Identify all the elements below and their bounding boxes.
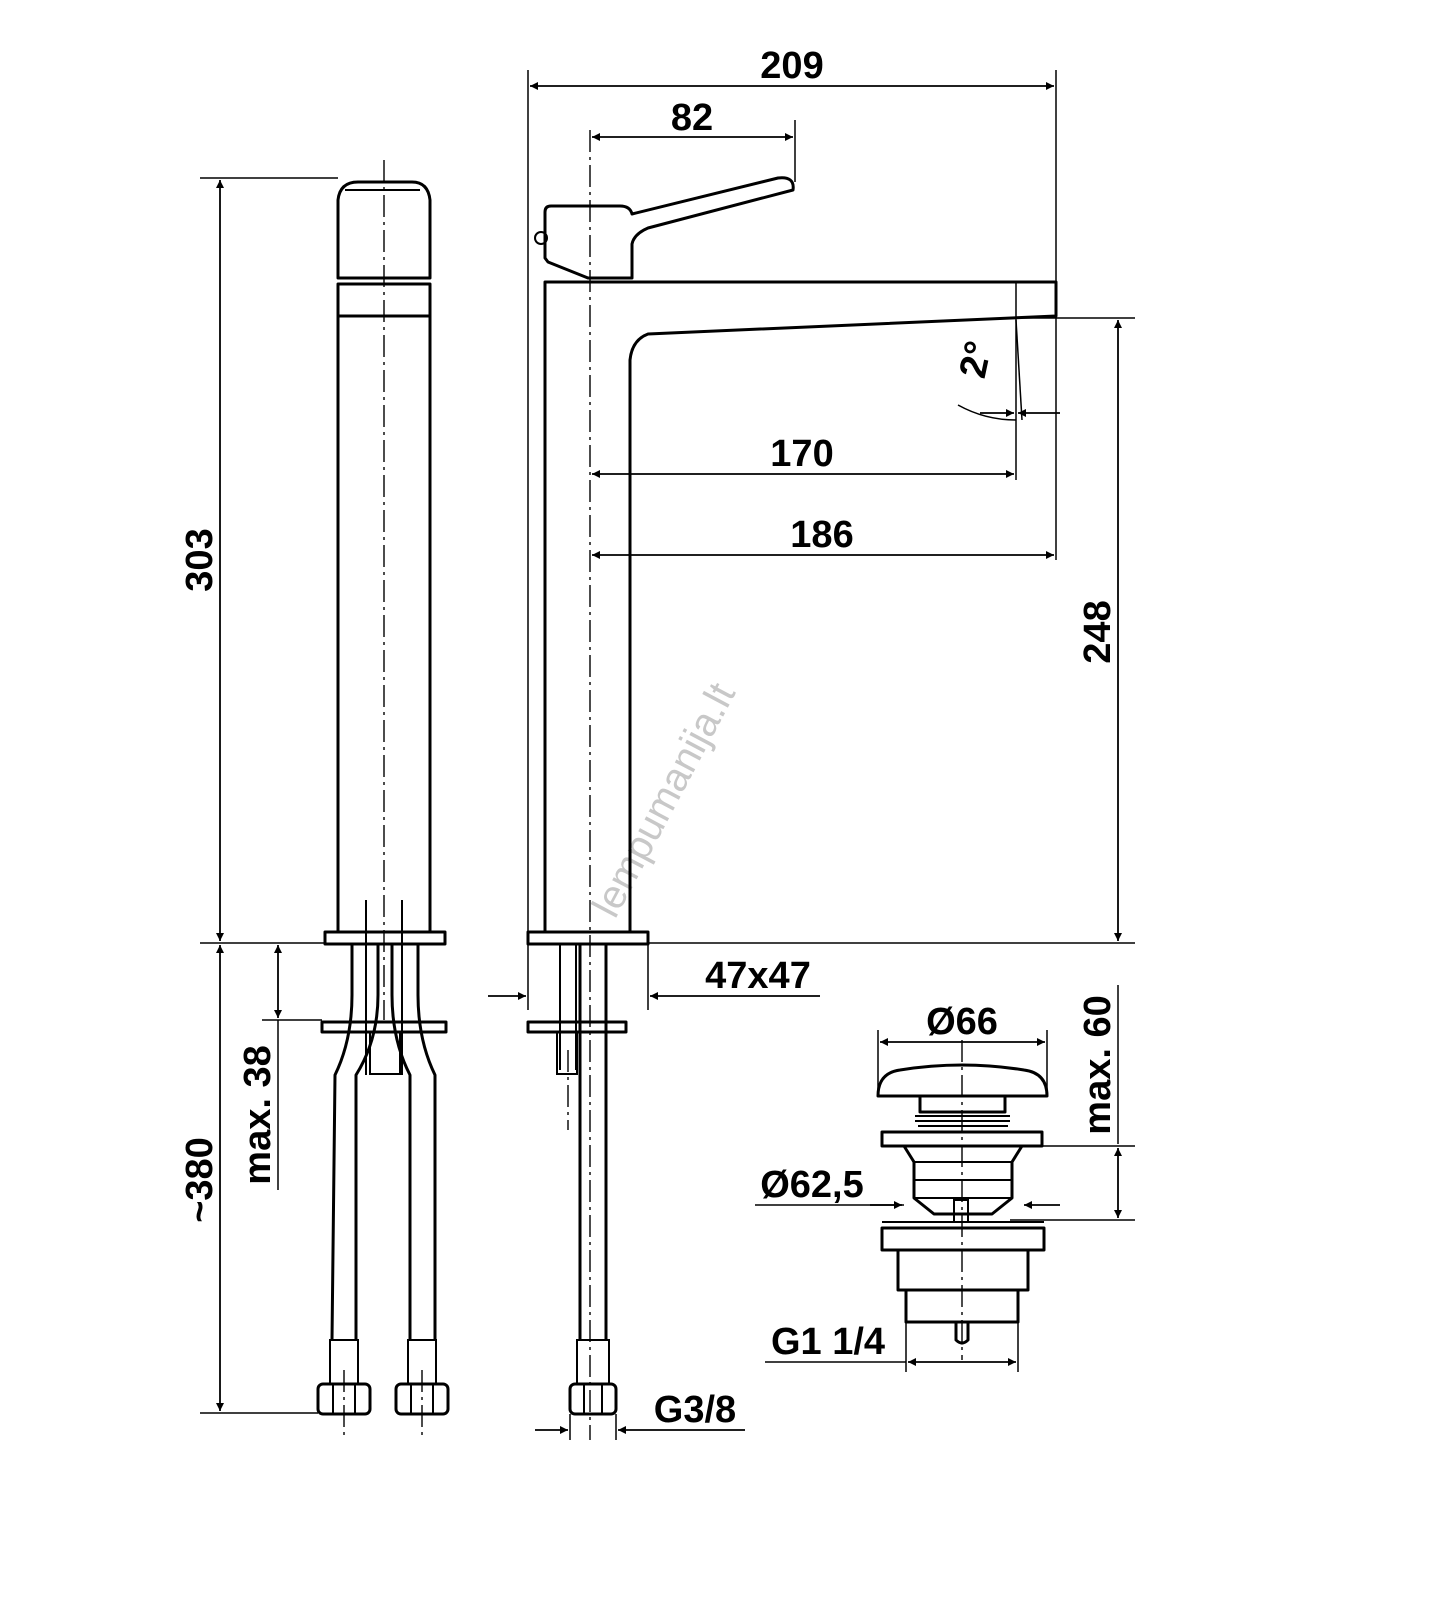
dim-spout-height: 248 <box>648 317 1135 944</box>
dim-hose-thread: G3/8 <box>535 1389 745 1440</box>
dim-waste-top-diameter: Ø66 <box>877 1001 1048 1096</box>
label-2deg: 2° <box>952 337 1001 381</box>
dim-handle-reach: 82 <box>592 97 796 182</box>
label-d66: Ø66 <box>926 1001 998 1043</box>
waste-cap <box>876 1063 1049 1098</box>
label-g38: G3/8 <box>654 1389 736 1431</box>
side-base-plate <box>323 930 447 946</box>
dim-base-size: 47x47 <box>488 944 820 1010</box>
dim-max-deck: max. 38 <box>237 945 322 1190</box>
label-380: ~380 <box>179 1137 221 1223</box>
dim-overall-width: 209 <box>527 45 1057 932</box>
side-view <box>316 160 450 1440</box>
side-handle <box>336 180 432 280</box>
dim-hose-length: ~380 <box>179 945 318 1414</box>
waste-tail-pin <box>954 1322 970 1345</box>
label-g1-1-4: G1 1/4 <box>771 1321 885 1363</box>
dim-reach-170: 170 <box>592 433 1014 478</box>
waste-body <box>902 1145 1024 1216</box>
front-base-plate <box>526 930 650 946</box>
front-view <box>526 130 1058 1440</box>
label-47x47: 47x47 <box>705 955 811 997</box>
label-303: 303 <box>179 528 221 591</box>
front-body <box>543 280 1058 934</box>
label-209: 209 <box>760 45 823 87</box>
side-hose-left <box>330 944 354 1341</box>
watermark: lempumanija.lt <box>584 676 744 924</box>
front-nut <box>568 1382 618 1416</box>
dim-spout-angle: 2° <box>952 282 1060 480</box>
side-fixing-washer <box>320 1020 448 1034</box>
label-max-60: max. 60 <box>1077 995 1119 1134</box>
front-lever <box>543 176 795 280</box>
waste-valve <box>876 1040 1049 1360</box>
label-d62-5: Ø62,5 <box>760 1164 864 1206</box>
label-186: 186 <box>790 514 853 556</box>
dim-waste-body-diameter: Ø62,5 <box>755 1164 1060 1209</box>
label-248: 248 <box>1077 600 1119 663</box>
dim-waste-max-height: max. 60 <box>1010 985 1135 1221</box>
label-82: 82 <box>671 97 713 139</box>
label-max-38: max. 38 <box>237 1045 279 1184</box>
dim-total-height: 303 <box>179 177 338 944</box>
label-170: 170 <box>770 433 833 475</box>
dim-reach-186: 186 <box>592 316 1057 560</box>
waste-lock-nut <box>880 1226 1046 1252</box>
side-hose-right <box>390 944 412 1340</box>
dim-waste-thread: G1 1/4 <box>765 1321 1019 1372</box>
